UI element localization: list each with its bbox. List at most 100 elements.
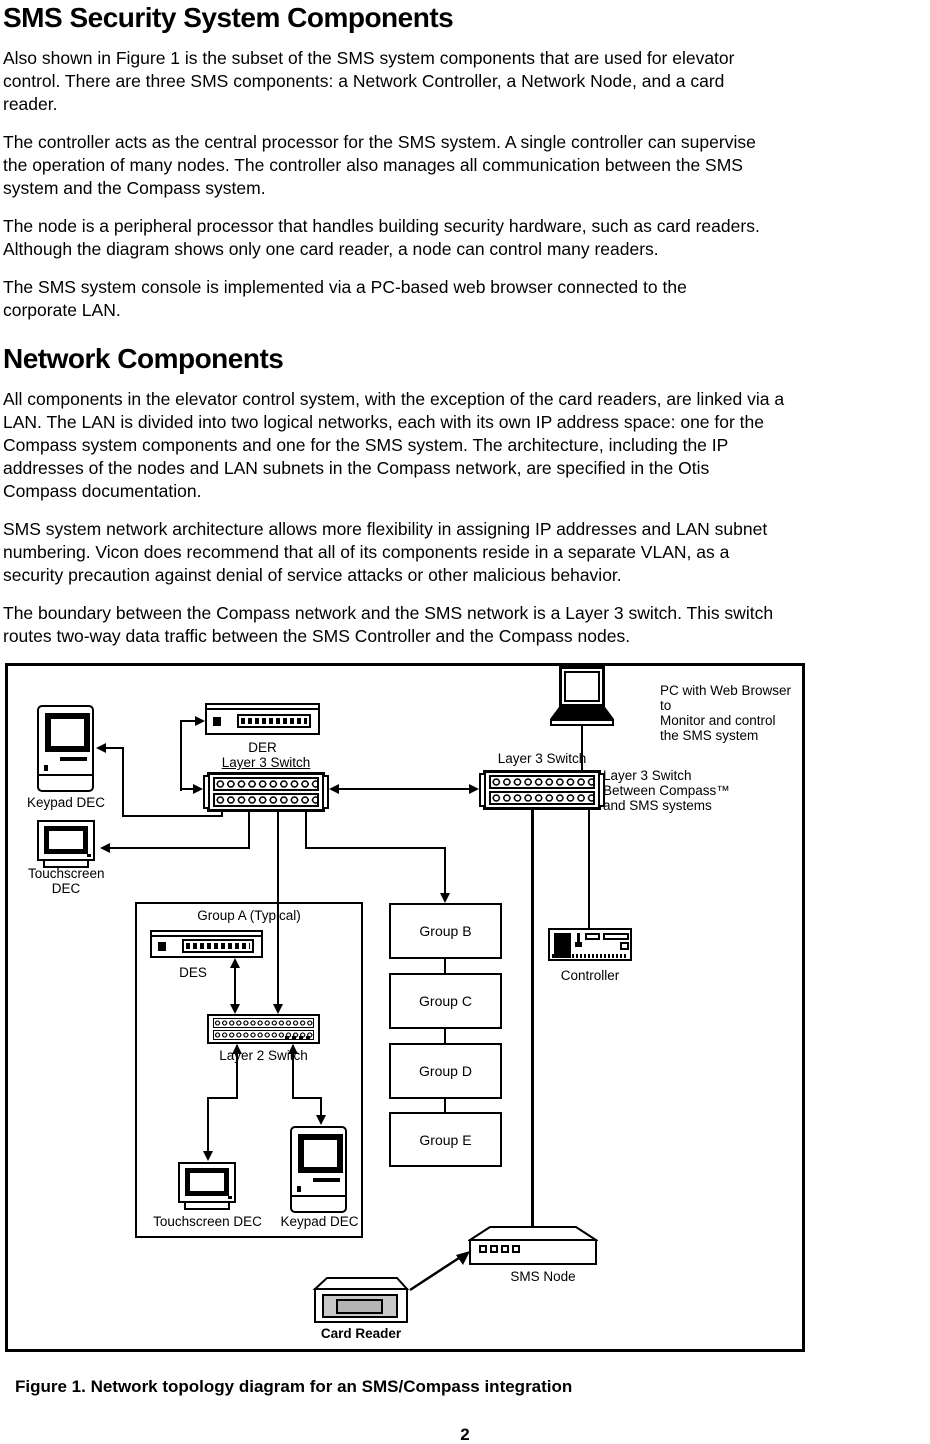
line-groupB-feed-3 xyxy=(444,847,446,895)
layer3-switch-note: Layer 3 Switch Between Compass™ and SMS … xyxy=(603,768,730,813)
sms-node-label: SMS Node xyxy=(510,1269,576,1284)
heading-network-components: Network Components xyxy=(3,343,284,374)
layer3-switch-right-label: Layer 3 Switch xyxy=(497,751,587,766)
line-der-feed xyxy=(180,720,182,791)
des-top-strip xyxy=(152,935,261,937)
layer2-switch-icon xyxy=(207,1014,320,1044)
paragraph-console: The SMS system console is implemented vi… xyxy=(3,277,687,320)
line-groupD-groupE xyxy=(444,1099,446,1112)
heading-sms-security: SMS Security System Components xyxy=(3,2,454,33)
keypad-dec-divider xyxy=(292,1195,345,1197)
touchscreen-dec-power-led xyxy=(87,854,91,857)
controller-label: Controller xyxy=(560,968,620,983)
der-led-panel xyxy=(237,714,311,728)
controller-button xyxy=(620,942,629,950)
keypad-dec-logo xyxy=(44,765,48,771)
line-touchscreen-feed-2 xyxy=(109,847,250,849)
line-groupB-feed-1 xyxy=(305,809,307,849)
der-label: DER xyxy=(248,740,277,755)
keypad-dec-logo xyxy=(297,1186,301,1192)
group-b-label: Group B xyxy=(419,923,472,939)
switch-ear-left xyxy=(203,775,210,809)
line-groupB-groupC xyxy=(444,959,446,973)
paragraph-lan: All components in the elevator control s… xyxy=(3,389,785,501)
line-between-switches xyxy=(335,788,475,790)
pc-note: PC with Web Browser to Monitor and contr… xyxy=(660,683,792,743)
switch-port-row xyxy=(213,1030,314,1040)
paragraph-intro: Also shown in Figure 1 is the subset of … xyxy=(3,48,735,114)
keypad-dec-slot xyxy=(60,757,87,761)
controller-slot xyxy=(603,933,629,940)
sms-node-icon xyxy=(468,1226,598,1265)
des-label: DES xyxy=(179,965,207,980)
body-text: SMS Security System Components Also show… xyxy=(3,2,927,663)
arrowhead-to-right-switch xyxy=(469,784,479,794)
keypad-dec-screen xyxy=(45,713,90,752)
des-power-square xyxy=(158,942,166,951)
touchscreen-dec-label: Touchscreen DEC xyxy=(28,866,105,896)
controller-detail xyxy=(575,942,582,947)
keypad-dec-a-icon xyxy=(290,1126,347,1213)
paragraph-boundary: The boundary between the Compass network… xyxy=(3,603,774,646)
card-reader-label: Card Reader xyxy=(320,1326,402,1341)
layer3-switch-left-icon xyxy=(203,772,329,812)
line-groupA-feed xyxy=(277,809,279,1007)
line-pc-switch xyxy=(581,726,583,770)
paragraph-controller: The controller acts as the central proce… xyxy=(3,132,756,198)
switch-port-row xyxy=(213,777,319,791)
controller-icon xyxy=(548,928,632,961)
controller-dark-panel xyxy=(554,933,571,958)
line-switchL-arrow xyxy=(180,788,195,790)
laptop-keyboard xyxy=(550,707,614,719)
layer3-switch-left-label: Layer 3 Switch xyxy=(221,755,311,770)
touchscreen-dec-icon xyxy=(37,820,95,868)
figure-network-topology: Keypad DEC Touchscreen DEC DER Layer 3 S… xyxy=(5,663,805,1352)
touchscreen-dec-monitor xyxy=(37,820,95,861)
group-c-label: Group C xyxy=(419,993,472,1009)
touchscreen-dec-base xyxy=(184,1203,230,1210)
arrowhead-into-groupB xyxy=(440,893,450,903)
layer3-switch-right-icon xyxy=(479,770,605,810)
arrowhead-des-to-layer2 xyxy=(230,1004,240,1014)
line-switch-controller xyxy=(588,810,590,928)
keypad-dec-divider xyxy=(39,774,92,776)
controller-slot xyxy=(585,933,600,940)
line-l2-keypad-2 xyxy=(292,1097,322,1099)
arrowhead-into-touchscreen-a xyxy=(203,1151,213,1161)
laptop-base xyxy=(550,719,614,726)
line-l2-touchscreen-2 xyxy=(207,1097,238,1099)
paragraph-node: The node is a peripheral processor that … xyxy=(3,216,760,259)
group-e-label: Group E xyxy=(419,1131,472,1148)
touchscreen-dec-base xyxy=(43,861,89,868)
touchscreen-dec-screen xyxy=(185,1168,229,1196)
switch-ear-left xyxy=(479,773,486,807)
keypad-dec-slot xyxy=(313,1178,340,1182)
keypad-dec-icon xyxy=(37,705,94,792)
group-d-box: Group D xyxy=(389,1043,502,1099)
line-keypad-feed-1 xyxy=(221,809,223,817)
switch-port-row xyxy=(213,793,319,807)
group-a-box xyxy=(135,902,363,1238)
arrowhead-up-into-layer2-b xyxy=(288,1044,298,1054)
touchscreen-dec-screen xyxy=(44,826,88,854)
der-power-square xyxy=(213,717,221,726)
der-top-strip xyxy=(207,708,318,710)
group-a-label: Group A (Typical) xyxy=(197,908,301,923)
arrowhead-into-keypad-dec xyxy=(96,743,106,753)
line-groupC-groupD xyxy=(444,1029,446,1043)
touchscreen-dec-monitor xyxy=(178,1162,236,1203)
des-icon xyxy=(150,930,263,958)
keypad-dec-label: Keypad DEC xyxy=(26,795,106,810)
figure-caption: Figure 1. Network topology diagram for a… xyxy=(15,1377,573,1396)
arrowhead-into-switch-left xyxy=(193,784,203,794)
figure-border xyxy=(5,663,805,1352)
card-reader-icon xyxy=(312,1277,410,1323)
switch-ear-right xyxy=(322,775,329,809)
arrowhead-up-into-layer2-a xyxy=(232,1044,242,1054)
arrowhead-into-der xyxy=(195,716,205,726)
line-keypad-feed-4 xyxy=(105,747,124,749)
keypad-dec-a-label: Keypad DEC xyxy=(280,1214,359,1229)
line-der-arrow xyxy=(180,720,197,722)
group-e-box: Group E xyxy=(389,1112,502,1167)
